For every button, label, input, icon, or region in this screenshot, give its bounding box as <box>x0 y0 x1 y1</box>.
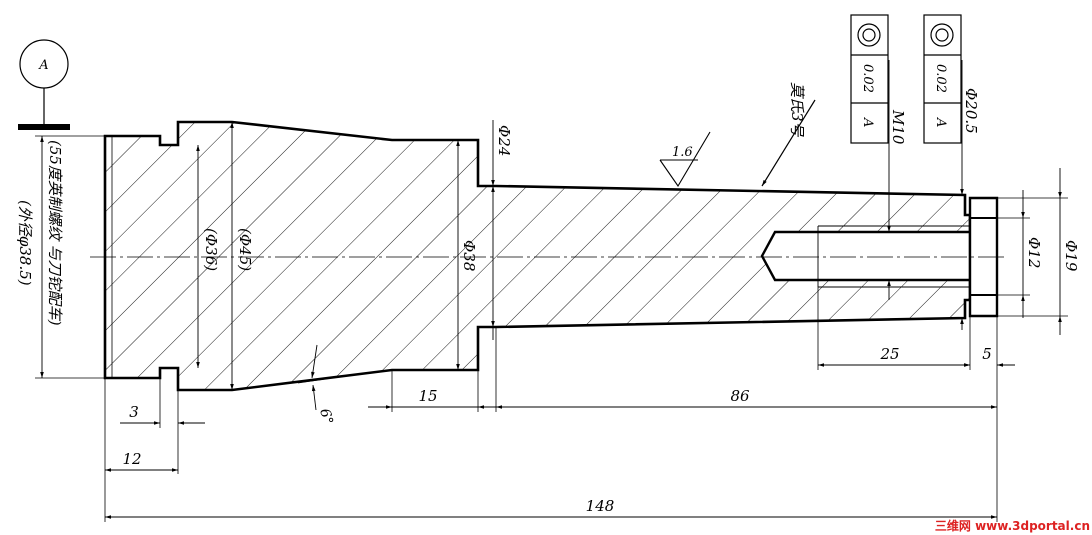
concentricity-icon <box>857 23 881 47</box>
svg-text:148: 148 <box>586 497 615 515</box>
dim-d36: (Φ36) <box>196 145 220 368</box>
dim-148: 148 <box>105 415 998 522</box>
svg-text:Φ12: Φ12 <box>1025 237 1043 268</box>
dim-5: 5 <box>950 316 1015 415</box>
threaded-hole <box>760 230 972 282</box>
svg-text:0.02: 0.02 <box>933 64 948 93</box>
dim-86: 86 <box>495 327 997 412</box>
shaft-section <box>103 120 999 392</box>
dim-m10: M10 <box>887 60 907 300</box>
svg-text:5: 5 <box>982 345 992 363</box>
svg-text:Φ24: Φ24 <box>495 125 513 156</box>
svg-text:1.6: 1.6 <box>672 145 693 160</box>
svg-text:莫氏3号: 莫氏3号 <box>788 82 806 138</box>
svg-text:(Φ45): (Φ45) <box>236 228 254 271</box>
datum-a-label: A <box>38 58 48 73</box>
dim-d38: Φ38 <box>456 140 478 370</box>
dim-12: 12 <box>104 378 178 522</box>
shaft-hatch <box>105 122 970 390</box>
dim-angle-6: 6° <box>297 344 336 427</box>
svg-text:Φ20.5: Φ20.5 <box>962 88 980 134</box>
roughness-symbol: 1.6 <box>659 131 711 188</box>
svg-text:A: A <box>933 117 948 127</box>
datum-a-symbol: A <box>18 39 70 130</box>
dim-d12: Φ12 <box>997 190 1043 318</box>
svg-text:3: 3 <box>129 403 139 421</box>
dim-d24: Φ24 <box>491 120 513 340</box>
svg-text:12: 12 <box>122 450 141 468</box>
watermark: 三维网 www.3dportal.cn <box>935 518 1090 533</box>
concentricity-icon <box>930 23 954 47</box>
thread-note-1: (55度英制螺纹 与刀铊配车) <box>46 140 64 326</box>
dim-d45: (Φ45) <box>230 122 254 390</box>
svg-text:15: 15 <box>418 387 437 405</box>
svg-text:25: 25 <box>879 345 899 363</box>
svg-text:0.02: 0.02 <box>860 64 875 93</box>
svg-text:Φ38: Φ38 <box>460 240 478 271</box>
svg-text:6°: 6° <box>316 407 336 427</box>
fcf-left: 0.02 A <box>850 14 889 144</box>
thread-note-2: (外径φ38.5) <box>16 200 34 286</box>
dim-15: 15 <box>368 370 496 412</box>
fcf-right: 0.02 A <box>923 14 962 144</box>
taper-note: 莫氏3号 <box>761 82 816 187</box>
dim-25: 25 <box>817 287 971 370</box>
svg-text:86: 86 <box>730 387 750 405</box>
dim-d20-5: Φ20.5 <box>960 60 980 330</box>
dim-d19: Φ19 <box>997 168 1080 335</box>
svg-text:M10: M10 <box>889 109 907 145</box>
svg-text:(Φ36): (Φ36) <box>202 228 220 271</box>
dim-3: 3 <box>120 378 205 474</box>
svg-text:A: A <box>860 117 875 127</box>
svg-text:Φ19: Φ19 <box>1062 240 1080 272</box>
